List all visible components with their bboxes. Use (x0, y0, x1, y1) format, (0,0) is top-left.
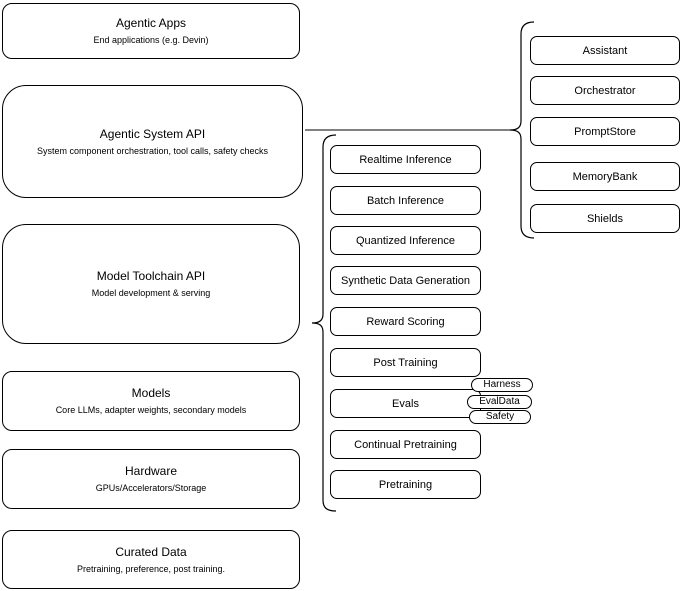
node-synthetic-data-generation: Synthetic Data Generation (330, 266, 481, 295)
node-promptstore: PromptStore (530, 117, 680, 146)
node-curated-data: Curated Data Pretraining, preference, po… (2, 530, 300, 589)
node-title: Model Toolchain API (96, 269, 206, 283)
eval-tag-safety: Safety (469, 410, 531, 424)
node-realtime-inference: Realtime Inference (330, 145, 481, 174)
node-subtitle: Pretraining, preference, post training. (76, 563, 226, 574)
node-subtitle: System component orchestration, tool cal… (36, 145, 269, 156)
node-title: Models (131, 386, 171, 400)
node-subtitle: GPUs/Accelerators/Storage (95, 483, 207, 493)
node-assistant: Assistant (530, 36, 680, 65)
node-shields: Shields (530, 204, 680, 233)
node-evals: Evals (330, 389, 481, 418)
node-subtitle: End applications (e.g. Devin) (93, 35, 209, 45)
node-subtitle: Model development & serving (91, 288, 211, 298)
node-pretraining: Pretraining (330, 470, 481, 499)
node-title: Agentic Apps (115, 16, 187, 30)
node-continual-pretraining: Continual Pretraining (330, 430, 481, 459)
node-batch-inference: Batch Inference (330, 186, 481, 215)
node-models: Models Core LLMs, adapter weights, secon… (2, 371, 300, 431)
node-title: Curated Data (115, 544, 187, 559)
node-agentic-system-api: Agentic System API System component orch… (2, 85, 303, 198)
node-subtitle: Core LLMs, adapter weights, secondary mo… (55, 405, 247, 415)
node-reward-scoring: Reward Scoring (330, 307, 481, 336)
node-quantized-inference: Quantized Inference (330, 226, 481, 255)
node-memorybank: MemoryBank (530, 162, 680, 191)
eval-tag-evaldata: EvalData (467, 395, 532, 409)
node-post-training: Post Training (330, 348, 481, 377)
node-title: Agentic System API (99, 126, 206, 141)
node-agentic-apps: Agentic Apps End applications (e.g. Devi… (2, 3, 300, 59)
eval-tag-harness: Harness (471, 378, 533, 392)
node-hardware: Hardware GPUs/Accelerators/Storage (2, 449, 300, 509)
node-model-toolchain-api: Model Toolchain API Model development & … (2, 224, 300, 344)
node-orchestrator: Orchestrator (530, 76, 680, 105)
node-title: Hardware (124, 464, 178, 478)
